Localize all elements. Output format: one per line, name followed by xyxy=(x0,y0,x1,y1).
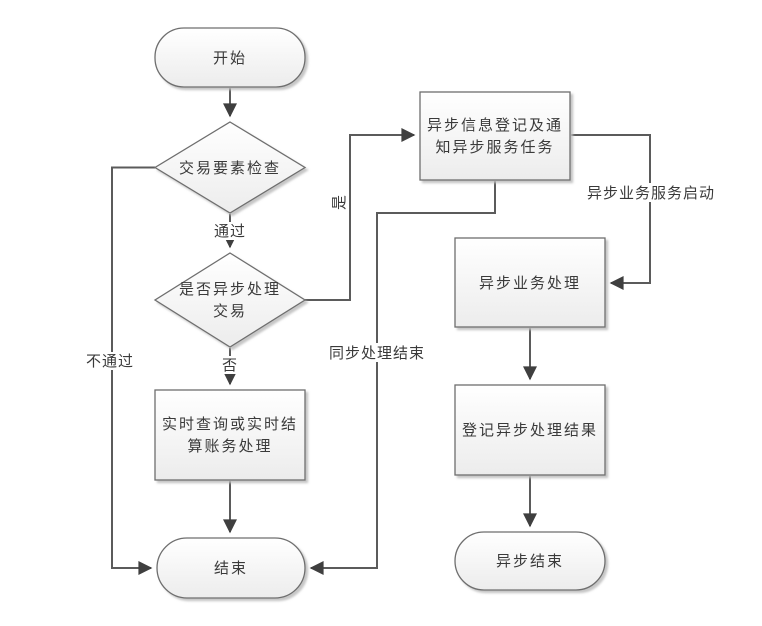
edge-label-no: 否 xyxy=(215,356,245,374)
node-end-shape xyxy=(156,537,306,599)
edge-register-to-async-process xyxy=(571,134,651,290)
node-realtime-process-shape xyxy=(154,389,306,481)
edge-label-pass: 通过 xyxy=(200,222,260,240)
edge-label-fail: 不通过 xyxy=(80,352,140,370)
edge-register-sync-to-end xyxy=(309,181,496,575)
edge-label-yes: 是 xyxy=(329,191,349,213)
node-async-decision-shape xyxy=(153,252,307,348)
edge-label-sync-end: 同步处理结束 xyxy=(324,343,430,362)
node-register-result-shape xyxy=(454,384,606,476)
node-group xyxy=(153,27,606,599)
node-check-elements-shape xyxy=(153,121,307,214)
node-async-end-shape xyxy=(454,531,606,591)
node-async-process-shape xyxy=(454,237,606,328)
node-start-shape xyxy=(154,27,306,88)
edge-async-decision-yes-to-register xyxy=(305,128,416,301)
node-async-register-shape xyxy=(419,91,571,181)
edge-label-async-service-start: 异步业务服务启动 xyxy=(581,183,721,202)
